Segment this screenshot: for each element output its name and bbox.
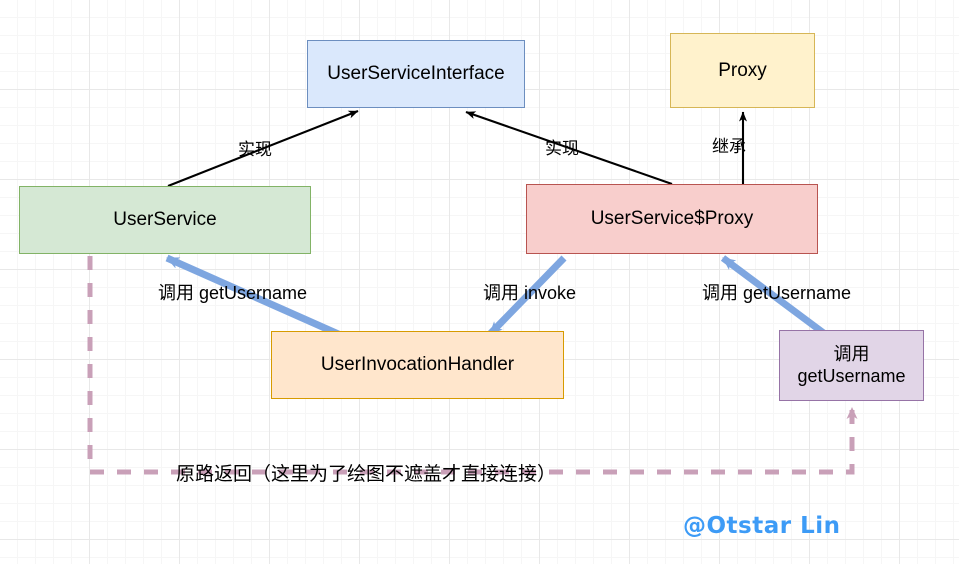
watermark: @Otstar Lin xyxy=(683,513,841,539)
node-user-invocation-handler-label: UserInvocationHandler xyxy=(320,354,515,376)
edge-label-call-invoke: 调用 invoke xyxy=(483,283,577,303)
node-user-service-interface[interactable]: UserServiceInterface xyxy=(307,40,525,108)
edge-label-inherit: 继承 xyxy=(712,137,746,156)
node-user-service[interactable]: UserService xyxy=(19,186,311,254)
node-user-invocation-handler[interactable]: UserInvocationHandler xyxy=(271,331,564,399)
node-user-service-interface-label: UserServiceInterface xyxy=(327,63,505,85)
node-call-getusername[interactable]: 调用 getUsername xyxy=(779,330,924,401)
node-call-getusername-line1: 调用 xyxy=(833,343,870,364)
node-call-getusername-line2: getUsername xyxy=(797,365,906,386)
node-user-service-proxy[interactable]: UserService$Proxy xyxy=(526,184,818,254)
node-proxy-label: Proxy xyxy=(718,59,767,81)
edge-label-call-getusername-left: 调用 getUsername xyxy=(158,283,308,303)
edge-label-call-getusername-right: 调用 getUsername xyxy=(702,283,852,303)
edge-label-impl-left: 实现 xyxy=(238,140,272,159)
node-user-service-label: UserService xyxy=(113,209,217,231)
edge-label-impl-right: 实现 xyxy=(545,139,579,158)
edge-label-return-path: 原路返回（这里为了绘图不遮盖才直接连接） xyxy=(176,464,557,485)
node-user-service-proxy-label: UserService$Proxy xyxy=(590,208,754,230)
node-proxy[interactable]: Proxy xyxy=(670,33,815,108)
